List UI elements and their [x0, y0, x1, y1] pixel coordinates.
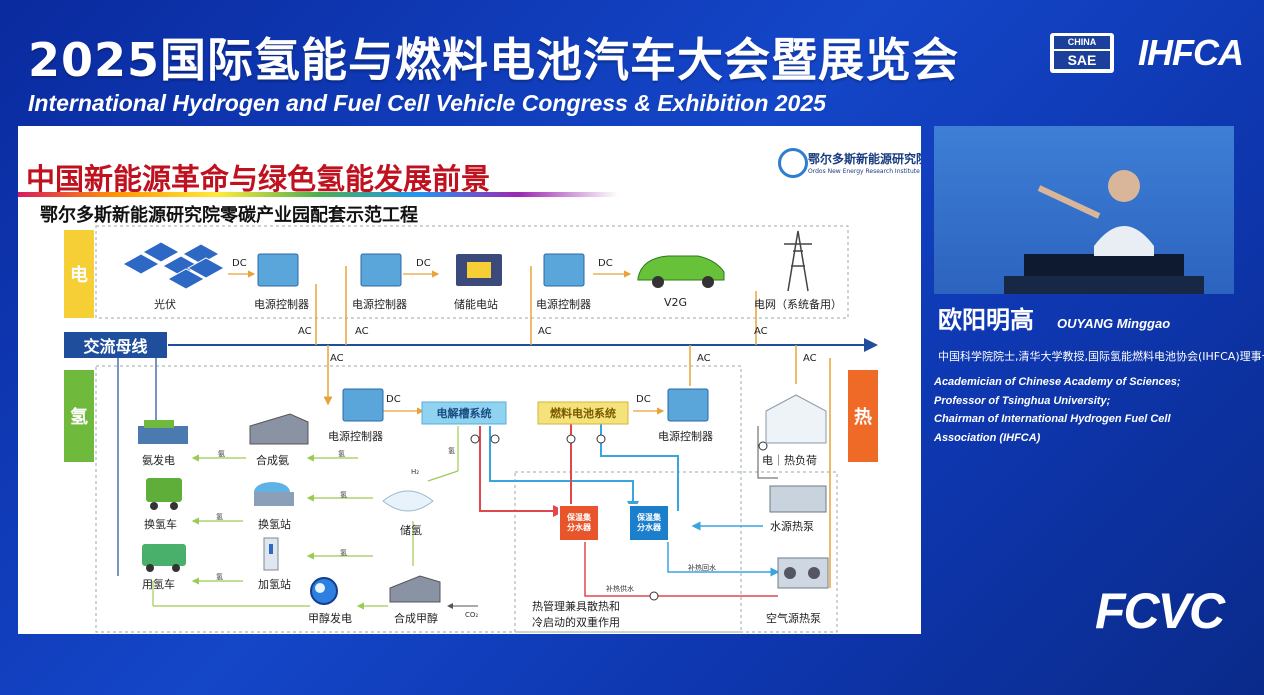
hydrogen-flow-tag-4: 氢	[216, 573, 223, 581]
speaker-title-en-1: Academician of Chinese Academy of Scienc…	[934, 376, 1181, 388]
dc-label-5: DC	[636, 394, 651, 405]
power-controller-label-2: 电源控制器	[352, 298, 407, 311]
hydrogen-flow-tag-6: 氢	[448, 447, 455, 455]
h2-swap-station-label: 换氢站	[258, 518, 291, 531]
storage-station-label: 储能电站	[454, 298, 498, 311]
synth-ammonia-label: 合成氨	[256, 454, 289, 467]
slide-subtitle: 鄂尔多斯新能源研究院零碳产业园配套示范工程	[40, 205, 418, 226]
event-title-cn: 2025国际氢能与燃料电池汽车大会暨展览会	[28, 33, 960, 87]
speaker-title-en-3: Chairman of International Hydrogen Fuel …	[934, 413, 1171, 425]
ac-label-2: AC	[355, 326, 369, 337]
institute-logo-icon	[778, 148, 808, 178]
ac-label-6: AC	[697, 353, 711, 364]
ac-label-1: AC	[298, 326, 312, 337]
title-underline	[18, 192, 618, 197]
dc-label-4: DC	[386, 394, 401, 405]
collector-tank-2: 保温集 分水器	[628, 504, 670, 542]
air-heat-pump-label: 空气源热泵	[766, 612, 821, 625]
heat-section-label: 热	[848, 370, 878, 462]
v2g-label: V2G	[664, 296, 688, 309]
thermal-note-line-1: 热管理兼具散热和	[532, 600, 620, 613]
collector-tank-2-label: 保温集 分水器	[637, 513, 661, 532]
ac-label-4: AC	[754, 326, 768, 337]
event-title-en: International Hydrogen and Fuel Cell Veh…	[28, 90, 826, 116]
slide-title: 中国新能源革命与绿色氢能发展前景	[26, 162, 491, 196]
thermal-note-line-2: 冷启动的双重作用	[532, 616, 620, 629]
sae-logo-top-text: CHINA	[1054, 36, 1110, 49]
collector-tank-1-label: 保温集 分水器	[567, 513, 591, 532]
h2-storage-label: 储氢	[400, 524, 422, 537]
h2-vehicle-label: 用氢车	[142, 578, 175, 591]
h2-station-label: 加氢站	[258, 578, 291, 591]
ac-bus-label: 交流母线	[64, 332, 167, 358]
speaker-name-en: OUYANG Minggao	[1057, 316, 1171, 331]
hydrogen-section-label: 氢	[64, 370, 94, 462]
speaker-title-en-2: Professor of Tsinghua University;	[934, 395, 1111, 407]
water-heat-pump-label: 水源热泵	[770, 520, 814, 533]
speaker-video-feed	[934, 126, 1234, 294]
dc-label-1: DC	[232, 258, 247, 269]
institute-name: 鄂尔多斯新能源研究院	[808, 152, 921, 166]
ammonia-flow-tag: 氨	[218, 450, 225, 458]
heat-return-water-label: 补热回水	[688, 564, 716, 572]
speaker-title-cn: 中国科学院院士,清华大学教授,国际氢能燃料电池协会(IHFCA)理事长	[938, 350, 1264, 363]
ihfca-logo: IHFCA	[1138, 32, 1244, 73]
co2-tag: CO₂	[465, 611, 479, 619]
h2-swap-vehicle-label: 换氢车	[144, 518, 177, 531]
power-controller-label-4: 电源控制器	[328, 430, 383, 443]
electrolyzer-system: 电解槽系统	[436, 407, 492, 420]
dc-label-3: DC	[598, 258, 613, 269]
heat-supply-water-label: 补热供水	[606, 585, 634, 593]
speaker-silhouette	[1004, 170, 1204, 294]
collector-tank-1: 保温集 分水器	[558, 504, 600, 542]
hydrogen-flow-tag-5: 氢	[340, 549, 347, 557]
ac-label-3: AC	[538, 326, 552, 337]
china-sae-logo: CHINA SAE	[1050, 33, 1114, 73]
power-controller-label-1: 电源控制器	[254, 298, 309, 311]
pv-label: 光伏	[154, 298, 176, 311]
grid-backup-label: 电网（系统备用）	[754, 298, 842, 311]
fcvc-logo: FCVC	[1095, 583, 1225, 639]
hydrogen-flow-tag-1: 氢	[338, 450, 345, 458]
dc-label-2: DC	[416, 258, 431, 269]
h2-tag: H₂	[411, 468, 420, 476]
power-section-label: 电	[64, 230, 94, 318]
hydrogen-flow-tag-3: 氢	[340, 491, 347, 499]
institute-name-en: Ordos New Energy Research Institute	[808, 168, 920, 175]
power-controller-label-3: 电源控制器	[536, 298, 591, 311]
fuel-cell-system: 燃料电池系统	[550, 407, 616, 420]
ac-label-5: AC	[330, 353, 344, 364]
sae-logo-bottom-text: SAE	[1054, 51, 1110, 69]
speaker-title-en-4: Association (IHFCA)	[934, 432, 1041, 444]
ammonia-power-label: 氨发电	[142, 454, 175, 467]
heat-load-label: 电｜热负荷	[762, 454, 817, 467]
hydrogen-flow-tag-2: 氢	[216, 513, 223, 521]
energy-flow-diagram	[95, 225, 878, 633]
methanol-power-label: 甲醇发电	[308, 612, 352, 625]
speaker-name-cn: 欧阳明高	[938, 306, 1034, 334]
presentation-slide: 中国新能源革命与绿色氢能发展前景 鄂尔多斯新能源研究院零碳产业园配套示范工程 鄂…	[18, 126, 921, 634]
synth-methanol-label: 合成甲醇	[394, 612, 438, 625]
power-controller-label-5: 电源控制器	[658, 430, 713, 443]
ac-label-7: AC	[803, 353, 817, 364]
